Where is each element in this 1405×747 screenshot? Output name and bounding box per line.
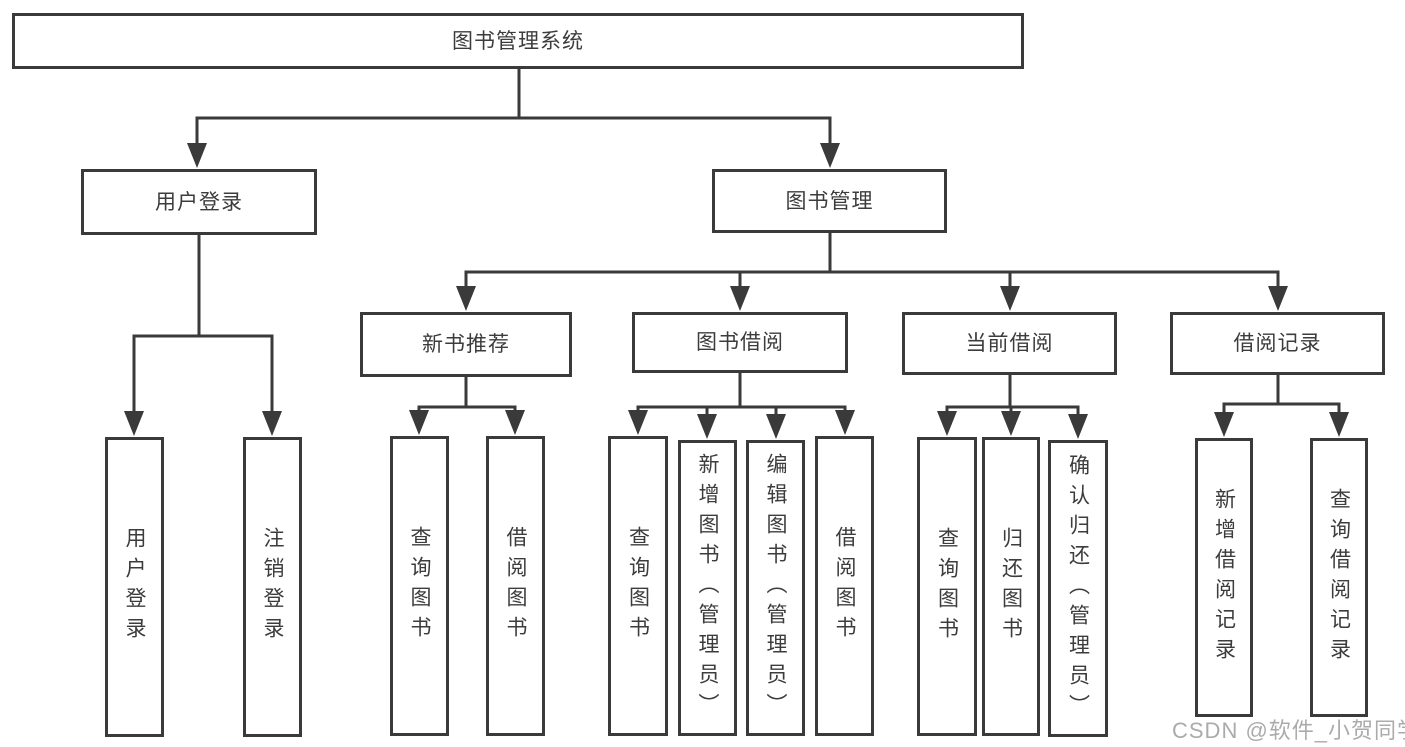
arrowhead bbox=[1268, 286, 1288, 311]
node-user-login: 用户登录 bbox=[81, 169, 317, 235]
leaf-edit-books-admin: 编辑图书（管理员） bbox=[746, 440, 805, 736]
leaf-confirm-return-admin: 确认归还（管理员） bbox=[1048, 440, 1108, 737]
connector-new-book-to-leaves bbox=[409, 375, 525, 435]
node-book-management: 图书管理 bbox=[712, 169, 947, 233]
arrowhead bbox=[456, 286, 476, 311]
arrowhead bbox=[124, 411, 144, 436]
leaf-user-login: 用户登录 bbox=[105, 437, 164, 737]
leaf-logout: 注销登录 bbox=[243, 437, 302, 737]
arrowhead bbox=[628, 410, 648, 435]
connector-borrow-records-to-leaves bbox=[1214, 373, 1349, 437]
arrowhead bbox=[505, 410, 525, 435]
connector-book-mgmt-to-level3 bbox=[456, 231, 1288, 311]
arrowhead bbox=[409, 410, 429, 435]
arrowhead bbox=[730, 286, 750, 311]
arrowhead bbox=[1068, 414, 1088, 439]
arrowhead bbox=[262, 411, 282, 436]
connector-book-borrow-to-leaves bbox=[628, 371, 855, 439]
arrowhead bbox=[1214, 412, 1234, 437]
connector-root-to-level2 bbox=[187, 66, 840, 168]
csdn-watermark: CSDN @软件_小贺同学 bbox=[1172, 718, 1405, 743]
leaf-query-books-newrec: 查询图书 bbox=[390, 436, 449, 736]
arrowhead bbox=[937, 411, 957, 436]
leaf-return-books: 归还图书 bbox=[982, 437, 1040, 736]
arrowhead bbox=[1329, 412, 1349, 437]
arrowhead bbox=[1000, 286, 1020, 311]
connector-user-login-to-leaves bbox=[124, 233, 282, 436]
arrowhead bbox=[835, 410, 855, 435]
connector-current-borrow-to-leaves bbox=[937, 373, 1088, 439]
leaf-borrow-books-borrow: 借阅图书 bbox=[815, 436, 874, 736]
node-new-book-recommendation: 新书推荐 bbox=[360, 312, 572, 377]
arrowhead bbox=[697, 414, 717, 439]
leaf-add-borrow-record: 新增借阅记录 bbox=[1195, 438, 1253, 717]
leaf-query-borrow-record: 查询借阅记录 bbox=[1310, 438, 1368, 717]
node-library-management-system: 图书管理系统 bbox=[12, 13, 1024, 69]
node-borrowing-records: 借阅记录 bbox=[1170, 312, 1385, 375]
arrowhead bbox=[820, 143, 840, 168]
node-current-borrowing: 当前借阅 bbox=[902, 312, 1117, 375]
leaf-borrow-books-newrec: 借阅图书 bbox=[486, 436, 545, 736]
leaf-add-books-admin: 新增图书（管理员） bbox=[678, 440, 737, 736]
arrowhead bbox=[766, 414, 786, 439]
node-book-borrowing: 图书借阅 bbox=[632, 312, 848, 373]
arrowhead bbox=[187, 143, 207, 168]
arrowhead bbox=[1001, 411, 1021, 436]
leaf-query-books-current: 查询图书 bbox=[917, 437, 977, 736]
leaf-query-books-borrow: 查询图书 bbox=[608, 436, 668, 736]
